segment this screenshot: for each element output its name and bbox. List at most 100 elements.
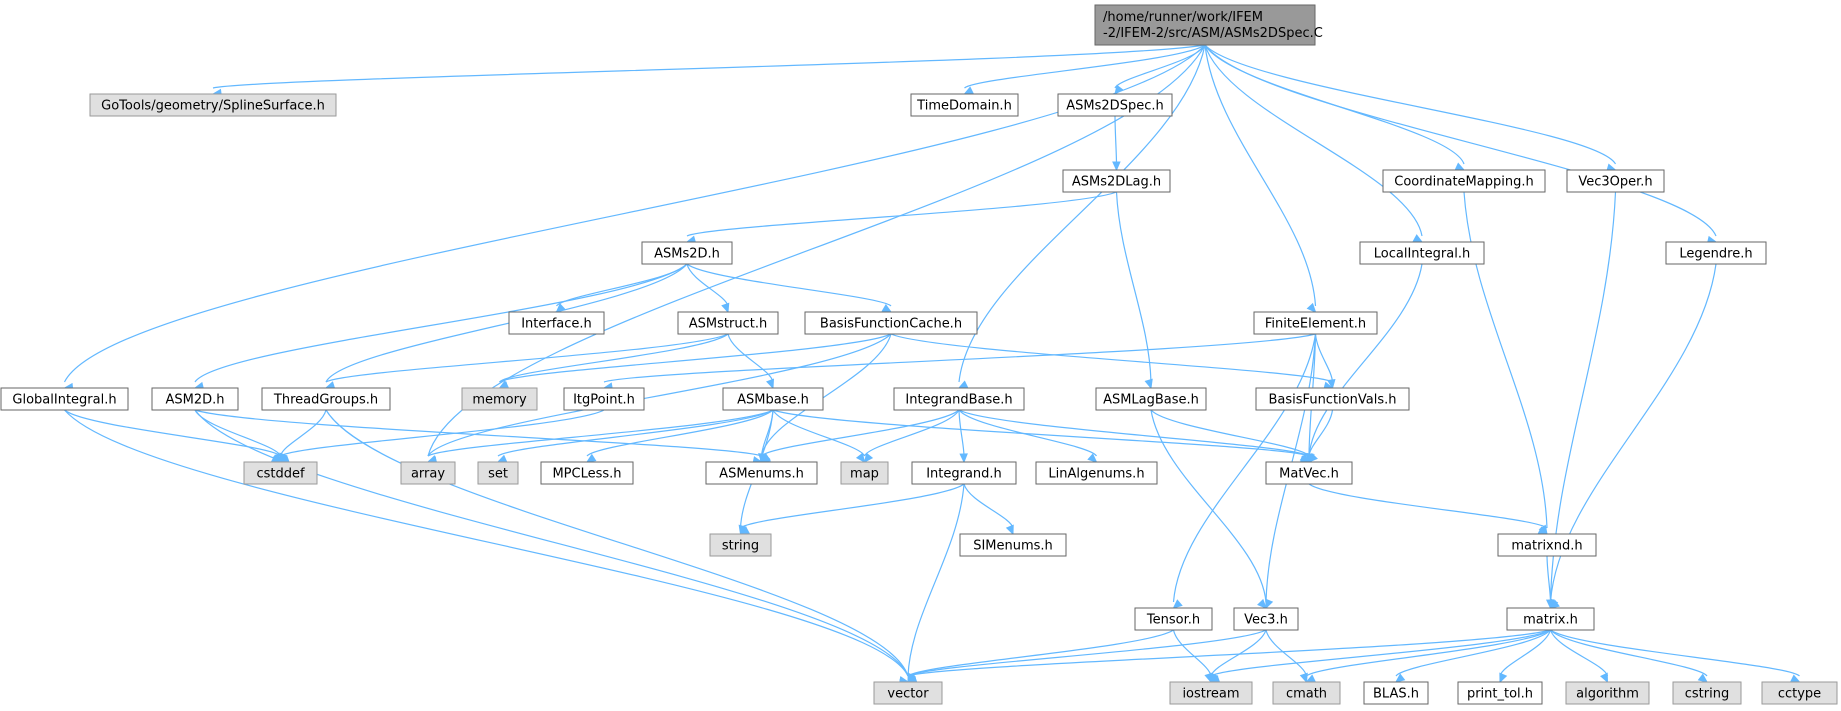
node-localintegral[interactable]: LocalIntegral.h <box>1359 241 1485 265</box>
node-algorithm: algorithm <box>1565 681 1650 705</box>
edge-integrand-to-simenums <box>963 483 1014 536</box>
node-asm2d[interactable]: ASM2D.h <box>151 387 239 411</box>
node-label: set <box>488 467 508 482</box>
arrowhead <box>496 454 508 463</box>
node-box <box>461 387 538 411</box>
edge-line <box>194 263 688 383</box>
edge-threadgroups-to-vector <box>325 409 910 685</box>
edge-line <box>1499 629 1552 677</box>
node-box <box>243 461 318 485</box>
node-simenums[interactable]: SIMenums.h <box>959 533 1067 557</box>
node-box <box>873 681 943 705</box>
node-matrix[interactable]: matrix.h <box>1506 607 1595 631</box>
node-label: cstring <box>1685 687 1729 702</box>
edge-asmlagbase-to-matvec <box>1150 409 1310 463</box>
node-box <box>1359 241 1485 265</box>
node-integrandbase[interactable]: IntegrandBase.h <box>893 387 1025 411</box>
node-linalgenums[interactable]: LinAlgenums.h <box>1035 461 1158 485</box>
edge-line <box>499 333 729 383</box>
node-box <box>705 461 818 485</box>
node-basisfunccache[interactable]: BasisFunctionCache.h <box>804 311 978 335</box>
node-tensor[interactable]: Tensor.h <box>1134 607 1213 631</box>
edge-finiteelement-to-tensor <box>1172 333 1317 609</box>
arrowhead <box>1306 302 1317 313</box>
node-label: BLAS.h <box>1373 687 1419 702</box>
node-box <box>1035 461 1158 485</box>
edge-line <box>1306 629 1551 677</box>
edge-line <box>1463 191 1548 529</box>
arrowhead <box>1144 378 1153 390</box>
node-box <box>1497 533 1597 557</box>
node-itgpoint[interactable]: ItgPoint.h <box>563 387 645 411</box>
node-asms2dspec[interactable]: ASMs2DSpec.h <box>1057 93 1173 117</box>
arrowhead <box>1499 672 1508 684</box>
node-box <box>1457 681 1543 705</box>
edge-line <box>907 483 965 677</box>
edge-localintegral-to-matvec <box>1308 263 1423 463</box>
edge-line <box>194 409 909 677</box>
node-root: /home/runner/work/IFEM-2/IFEM-2/src/ASM/… <box>1094 4 1323 46</box>
node-label: GlobalIntegral.h <box>12 393 116 408</box>
edge-line <box>964 44 1206 89</box>
node-label: ASMs2DLag.h <box>1072 175 1161 190</box>
arrowhead <box>766 378 775 390</box>
node-map: map <box>840 461 889 485</box>
node-basisfuncvals[interactable]: BasisFunctionVals.h <box>1255 387 1410 411</box>
dependency-edges <box>63 44 1801 686</box>
node-matvec[interactable]: MatVec.h <box>1265 461 1353 485</box>
node-label: ASMbase.h <box>737 393 809 408</box>
node-legendre[interactable]: Legendre.h <box>1665 241 1767 265</box>
arrowhead <box>957 380 969 389</box>
node-asmenums[interactable]: ASMenums.h <box>705 461 818 485</box>
node-label: ASMs2DSpec.h <box>1066 99 1163 114</box>
node-timedomain[interactable]: TimeDomain.h <box>910 93 1019 117</box>
node-integrand[interactable]: Integrand.h <box>911 461 1017 485</box>
node-memory: memory <box>461 387 538 411</box>
node-coordmap[interactable]: CoordinateMapping.h <box>1382 169 1546 193</box>
header-nodes: /home/runner/work/IFEM-2/IFEM-2/src/ASM/… <box>0 4 1838 705</box>
edge-line <box>1210 629 1551 677</box>
node-vec3oper[interactable]: Vec3Oper.h <box>1566 169 1665 193</box>
edge-asms2d-to-interface <box>555 263 688 313</box>
node-asmbase[interactable]: ASMbase.h <box>722 387 824 411</box>
edge-line <box>1546 555 1552 603</box>
node-label: cmath <box>1286 687 1327 702</box>
node-asms2d[interactable]: ASMs2D.h <box>641 241 733 265</box>
node-label: algorithm <box>1576 687 1639 702</box>
edge-line <box>325 263 688 383</box>
node-matrixnd[interactable]: matrixnd.h <box>1497 533 1597 557</box>
edge-asm2d-to-cstddef <box>194 409 282 464</box>
node-asmlagbase[interactable]: ASMLagBase.h <box>1095 387 1207 411</box>
node-globalintegral[interactable]: GlobalIntegral.h <box>0 387 129 411</box>
node-vec3[interactable]: Vec3.h <box>1233 607 1299 631</box>
node-asms2dlag[interactable]: ASMs2DLag.h <box>1062 169 1171 193</box>
node-label: Legendre.h <box>1679 247 1752 262</box>
node-printtol[interactable]: print_tol.h <box>1457 681 1543 705</box>
edge-asmbase-to-array <box>426 409 774 464</box>
node-interface[interactable]: Interface.h <box>508 311 605 335</box>
node-box <box>1169 681 1253 705</box>
node-asmstruct[interactable]: ASMstruct.h <box>677 311 779 335</box>
node-label: ASMenums.h <box>719 467 804 482</box>
node-threadgroups[interactable]: ThreadGroups.h <box>261 387 391 411</box>
node-label: ASM2D.h <box>165 393 224 408</box>
node-blas[interactable]: BLAS.h <box>1363 681 1429 705</box>
arrowhead <box>1087 453 1098 463</box>
arrowhead <box>1005 524 1014 536</box>
arrowhead <box>963 86 975 95</box>
edge-asmbase-to-set <box>496 409 774 463</box>
edge-matrix-to-cstring <box>1550 629 1708 683</box>
node-box <box>722 387 824 411</box>
edge-line <box>686 263 729 307</box>
node-label: memory <box>472 393 527 408</box>
edge-line <box>907 629 1267 677</box>
edge-itgpoint-to-cstddef <box>279 409 605 464</box>
edge-line <box>64 409 281 457</box>
edge-asmbase-to-asmenums <box>758 409 774 464</box>
arrowhead <box>1697 673 1708 683</box>
edge-asms2dspec-to-asms2dlag <box>1112 115 1121 172</box>
node-mpcless[interactable]: MPCLess.h <box>540 461 634 485</box>
arrowhead <box>1172 599 1183 609</box>
node-finiteelement[interactable]: FiniteElement.h <box>1253 311 1378 335</box>
edge-matrix-to-printtol <box>1499 629 1552 684</box>
